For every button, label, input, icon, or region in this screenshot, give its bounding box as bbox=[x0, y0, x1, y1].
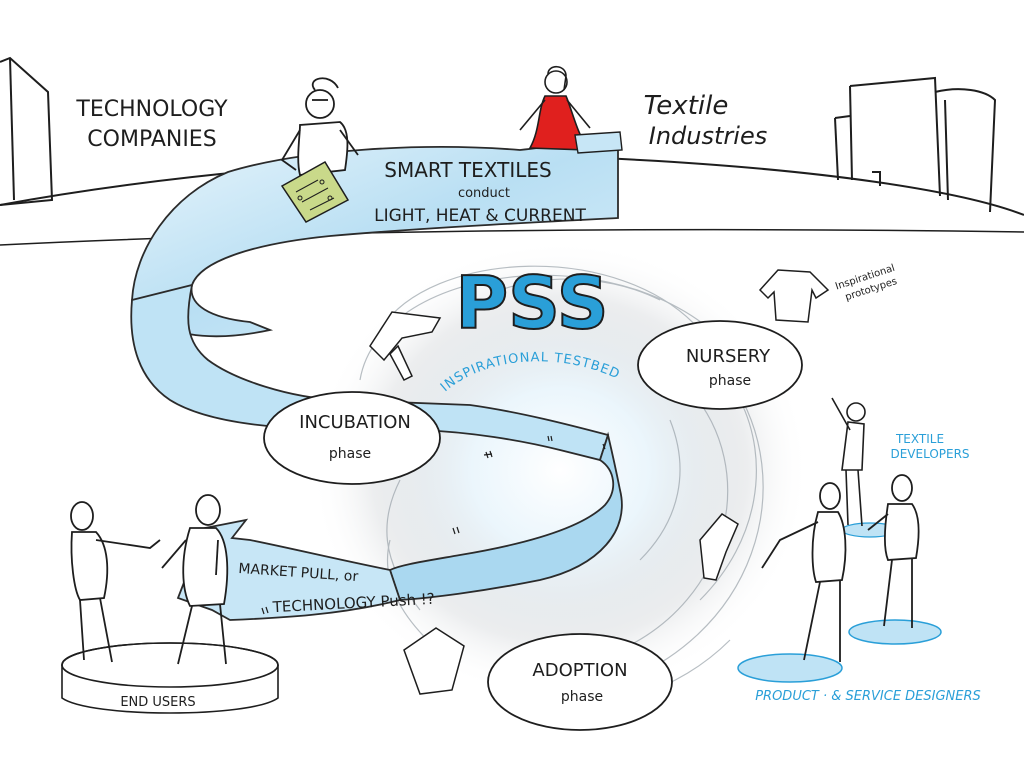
incubation-phase-name: INCUBATION bbox=[299, 412, 411, 433]
smart-textiles-title: SMART TEXTILES bbox=[384, 158, 551, 182]
nursery-phase-name: NURSERY bbox=[686, 346, 771, 367]
floating-tshirt-icon bbox=[758, 269, 830, 323]
ribbon-left-sweep bbox=[130, 283, 610, 462]
floating-jeans-icon bbox=[369, 311, 442, 381]
end-user-figure-right bbox=[161, 494, 229, 665]
textile-developers-line1: TEXTILE bbox=[895, 432, 944, 446]
end-users-label: END USERS bbox=[120, 695, 195, 710]
designer-pedestal-front bbox=[737, 653, 843, 683]
smart-textiles-properties: LIGHT, HEAT & CURRENT bbox=[374, 206, 586, 226]
ribbon-marks bbox=[261, 435, 606, 615]
spiral-ribbon bbox=[130, 137, 623, 621]
ribbon-right-curl bbox=[388, 431, 623, 601]
incubation-phase: INCUBATION phase bbox=[263, 391, 441, 485]
fabric-roll-icon bbox=[574, 131, 623, 154]
designer-pedestal-back bbox=[848, 619, 942, 645]
textile-factory-icon bbox=[834, 76, 997, 213]
adoption-phase-sub: phase bbox=[561, 689, 603, 705]
textile-industries-line2: Industries bbox=[649, 122, 767, 150]
smart-textiles-conduct: conduct bbox=[458, 186, 510, 201]
designer-figure-front bbox=[761, 482, 847, 662]
incubation-phase-sub: phase bbox=[329, 446, 371, 462]
nursery-phase-sub: phase bbox=[709, 373, 751, 389]
designer-figure-back bbox=[867, 474, 920, 628]
technology-companies-line2: COMPANIES bbox=[87, 127, 216, 152]
nursery-phase: NURSERY phase bbox=[637, 320, 803, 410]
floating-garment-bottom-icon bbox=[403, 627, 465, 695]
end-user-figure-left bbox=[70, 501, 161, 663]
end-users-plinth bbox=[61, 642, 279, 714]
adoption-phase-name: ADOPTION bbox=[532, 660, 627, 681]
tech-man-figure bbox=[280, 77, 359, 176]
textile-industries-line1: Textile bbox=[644, 91, 729, 121]
ground-line bbox=[0, 228, 1024, 246]
technology-companies-line1: TECHNOLOGY bbox=[75, 97, 228, 122]
pss-title: PSS bbox=[455, 261, 608, 345]
textile-developer-figure bbox=[831, 397, 866, 527]
textile-developers-line2: DEVELOPERS bbox=[890, 447, 969, 461]
technology-building-icon bbox=[0, 56, 54, 206]
circuit-board-icon bbox=[280, 160, 350, 223]
product-service-designers-label: PRODUCT · & SERVICE DESIGNERS bbox=[755, 689, 981, 704]
floating-shorts-icon bbox=[699, 513, 739, 581]
adoption-phase: ADOPTION phase bbox=[487, 633, 673, 731]
